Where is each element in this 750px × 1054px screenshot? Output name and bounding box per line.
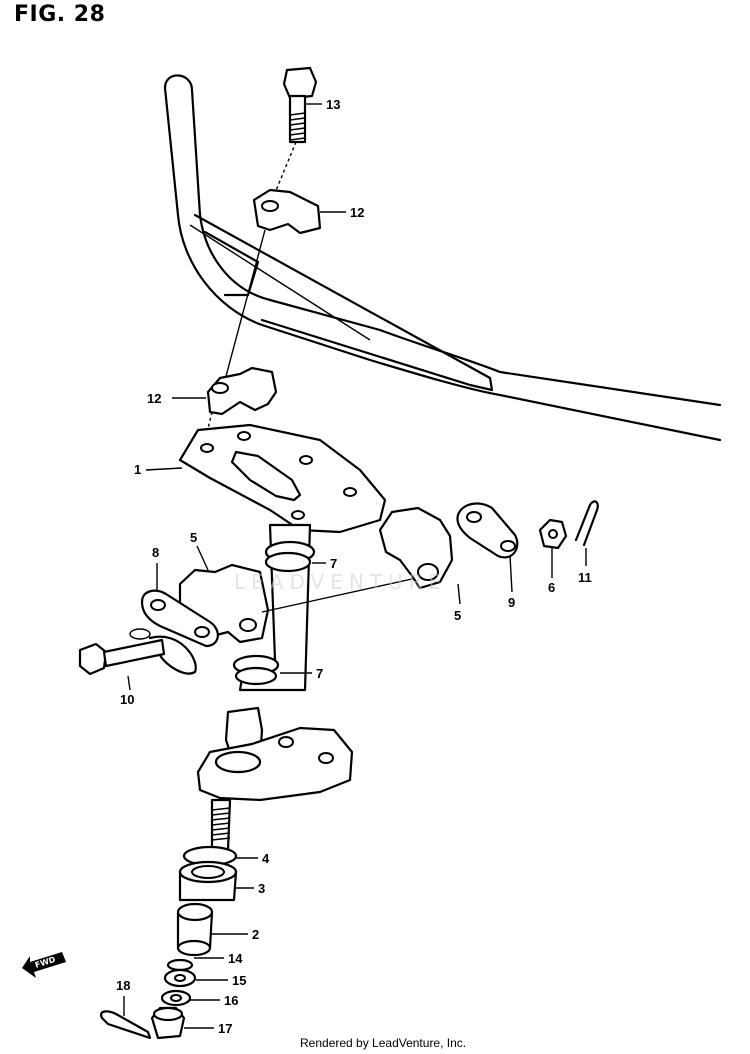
callout-10: 10 (120, 692, 134, 707)
callout-5-left: 5 (190, 530, 197, 545)
callout-8: 8 (152, 545, 159, 560)
bushing-2 (176, 902, 214, 957)
nut-6 (538, 518, 568, 550)
leader-lines (123, 103, 587, 1029)
o-ring-14 (166, 958, 194, 972)
nut-17 (150, 1006, 186, 1040)
lower-clamp-12 (206, 366, 278, 416)
callout-3: 3 (258, 881, 265, 896)
callout-12-upper: 12 (350, 205, 364, 220)
callout-17: 17 (218, 1021, 232, 1036)
figure-title: FIG. 28 (14, 2, 106, 27)
callout-13: 13 (326, 97, 340, 112)
callout-6: 6 (548, 580, 555, 595)
pin-10 (78, 628, 197, 676)
callout-18: 18 (116, 978, 130, 993)
bolt-13 (269, 66, 318, 206)
callout-labels: 13 12 12 1 7 7 8 5 10 5 9 6 11 4 3 2 14 … (116, 97, 592, 1036)
callout-7-lower: 7 (316, 666, 323, 681)
cotter-pin-18 (100, 1010, 152, 1040)
pitman-arm (196, 706, 354, 802)
callout-1: 1 (134, 462, 141, 477)
watermark: LEADVENTURE (234, 570, 448, 594)
callout-12-lower: 12 (147, 391, 161, 406)
callout-5-right: 5 (454, 608, 461, 623)
shaft-holder-right-5 (378, 506, 454, 590)
fwd-arrow-icon: FWD (22, 952, 66, 978)
handlebar (163, 74, 722, 442)
upper-clamp-12 (252, 188, 322, 235)
callout-2: 2 (252, 927, 259, 942)
guide-line-3 (261, 574, 431, 613)
bearing-3 (178, 860, 238, 902)
credit-text: Rendered by LeadVenture, Inc. (300, 1036, 467, 1050)
callout-11: 11 (578, 570, 592, 585)
callout-9: 9 (508, 595, 515, 610)
lower-shaft (210, 798, 232, 852)
callout-15: 15 (232, 973, 246, 988)
callout-16: 16 (224, 993, 238, 1008)
steering-shaft (232, 523, 316, 692)
cotter-pin-11 (574, 500, 599, 547)
guide-line (224, 229, 266, 381)
holder-plate-1 (178, 423, 387, 534)
callout-7-upper: 7 (330, 556, 337, 571)
callout-14: 14 (228, 951, 243, 966)
callout-4: 4 (262, 851, 270, 866)
plate-8 (140, 589, 219, 648)
plate-9 (456, 502, 519, 559)
